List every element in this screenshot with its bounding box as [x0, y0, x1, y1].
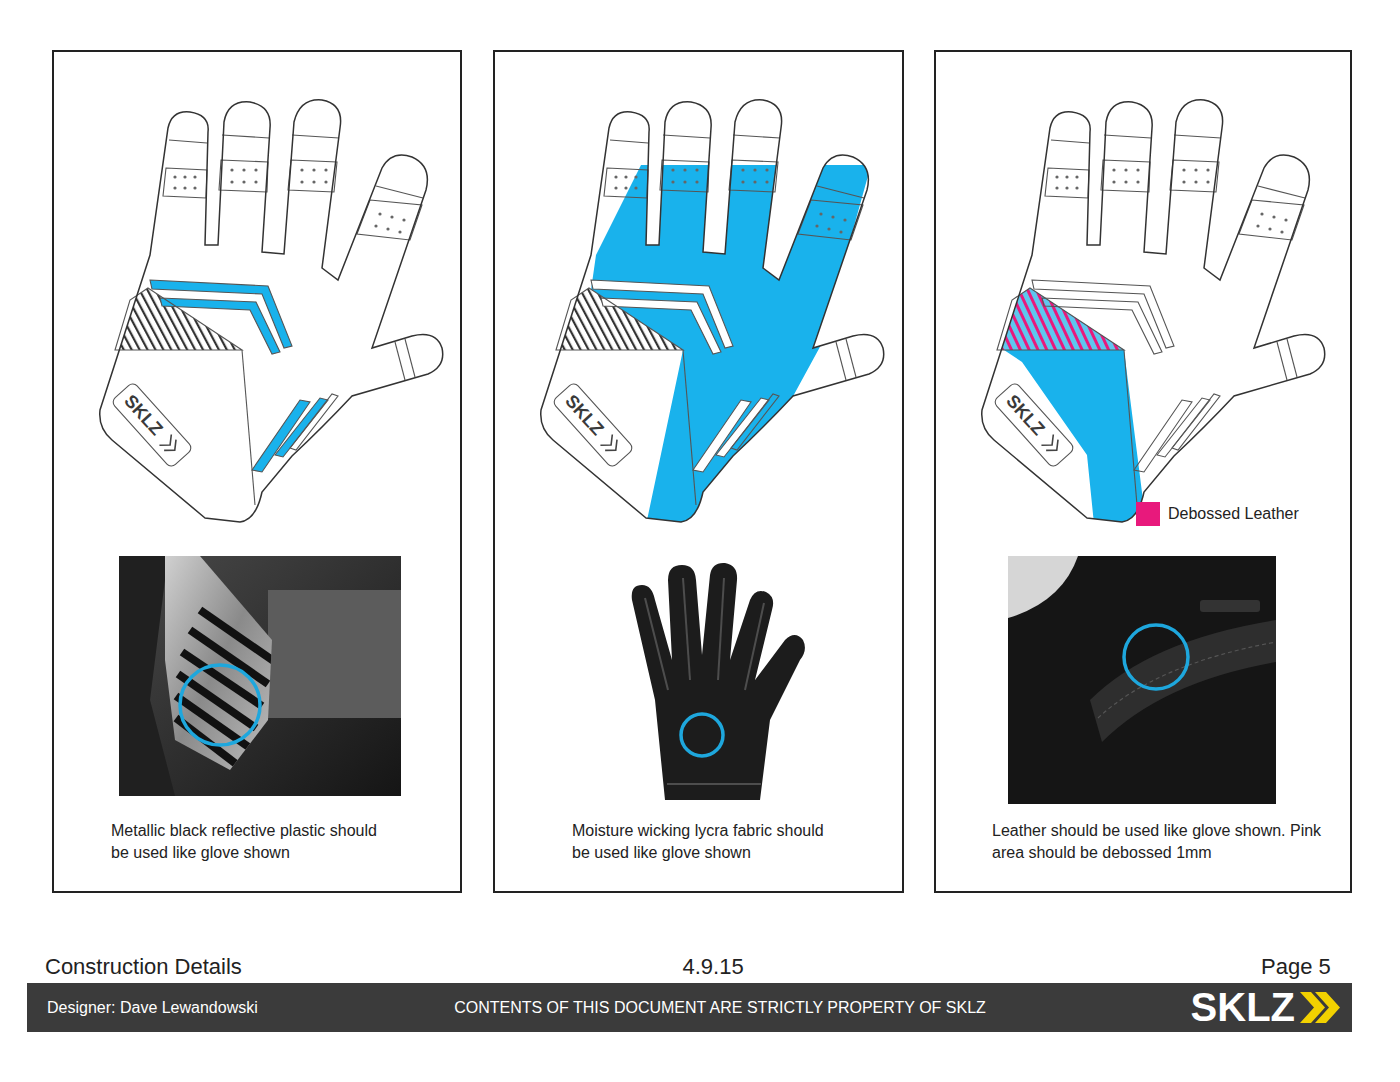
glove-drawing-leather [982, 100, 1325, 522]
footer-band [27, 983, 1352, 1032]
confidentiality-notice: CONTENTS OF THIS DOCUMENT ARE STRICTLY P… [454, 983, 986, 1032]
brand-logo: SKLZ [1191, 983, 1295, 1032]
photo-reflective-plastic [200, 610, 275, 662]
photo-leather [1008, 556, 1276, 804]
glove-drawing-plastic [100, 100, 443, 522]
section-title: Construction Details [45, 954, 242, 980]
material-note: Metallic black reflective plastic should… [111, 820, 379, 864]
glove-drawing-plastic [100, 100, 443, 522]
photo-reflective-plastic [119, 556, 401, 796]
photo-leather [1200, 600, 1260, 612]
glove-drawing-lycra [552, 135, 864, 505]
material-panel: Moisture wicking lycra fabric should be … [493, 50, 904, 893]
glove-drawing-leather [997, 288, 1146, 524]
glove-drawing-leather [993, 135, 1305, 505]
glove-drawing-lycra [541, 100, 884, 522]
photo-leather [1008, 556, 1276, 804]
footer-band: Designer: Dave Lewandowski CONTENTS OF TH… [27, 983, 1352, 1038]
glove-drawing-lycra [541, 100, 884, 522]
photo-lycra-glove [645, 578, 764, 784]
glove-drawing-lycra [716, 398, 769, 457]
footer-band [1315, 992, 1340, 1023]
material-note: Leather should be used like glove shown.… [992, 820, 1332, 864]
photo-lycra-glove [667, 783, 761, 785]
photo-lycra-glove [632, 563, 805, 800]
photo-reflective-plastic [165, 556, 272, 770]
glove-drawing-leather [982, 100, 1325, 522]
legend-text: Debossed Leather [1168, 503, 1299, 525]
glove-drawing-leather [982, 100, 1325, 524]
document-date: 4.9.15 [683, 954, 744, 980]
photo-lycra-glove [645, 598, 668, 690]
photo-reflective-plastic [180, 665, 260, 745]
photo-reflective-plastic [119, 556, 401, 796]
photo-reflective-plastic [190, 630, 268, 684]
photo-reflective-plastic [268, 590, 401, 718]
photo-lycra-glove [683, 578, 690, 680]
material-panel: Leather should be used like glove shown.… [934, 50, 1352, 893]
glove-drawing-plastic [111, 135, 423, 505]
glove-drawing-plastic [252, 400, 310, 472]
glove-drawing-lycra [693, 400, 751, 472]
legend-swatch [1136, 502, 1160, 526]
photo-lycra-glove [745, 603, 764, 690]
photo-lycra-glove [632, 563, 805, 800]
glove-drawing-lycra [541, 100, 884, 525]
designer-credit: Designer: Dave Lewandowski [47, 983, 258, 1032]
photo-lycra-glove [718, 578, 724, 680]
photo-leather [1090, 620, 1276, 742]
photo-lycra-glove [681, 714, 723, 756]
glove-drawing-plastic [275, 398, 328, 457]
glove-drawing-plastic [100, 100, 443, 522]
photo-leather [1008, 556, 1078, 618]
page-number: Page 5 [1261, 954, 1331, 980]
footer-band [27, 983, 1352, 1032]
material-note: Moisture wicking lycra fabric should be … [572, 820, 836, 864]
photo-leather [1124, 625, 1188, 689]
photo-reflective-plastic [176, 610, 275, 770]
material-panel: Metallic black reflective plastic should… [52, 50, 462, 893]
